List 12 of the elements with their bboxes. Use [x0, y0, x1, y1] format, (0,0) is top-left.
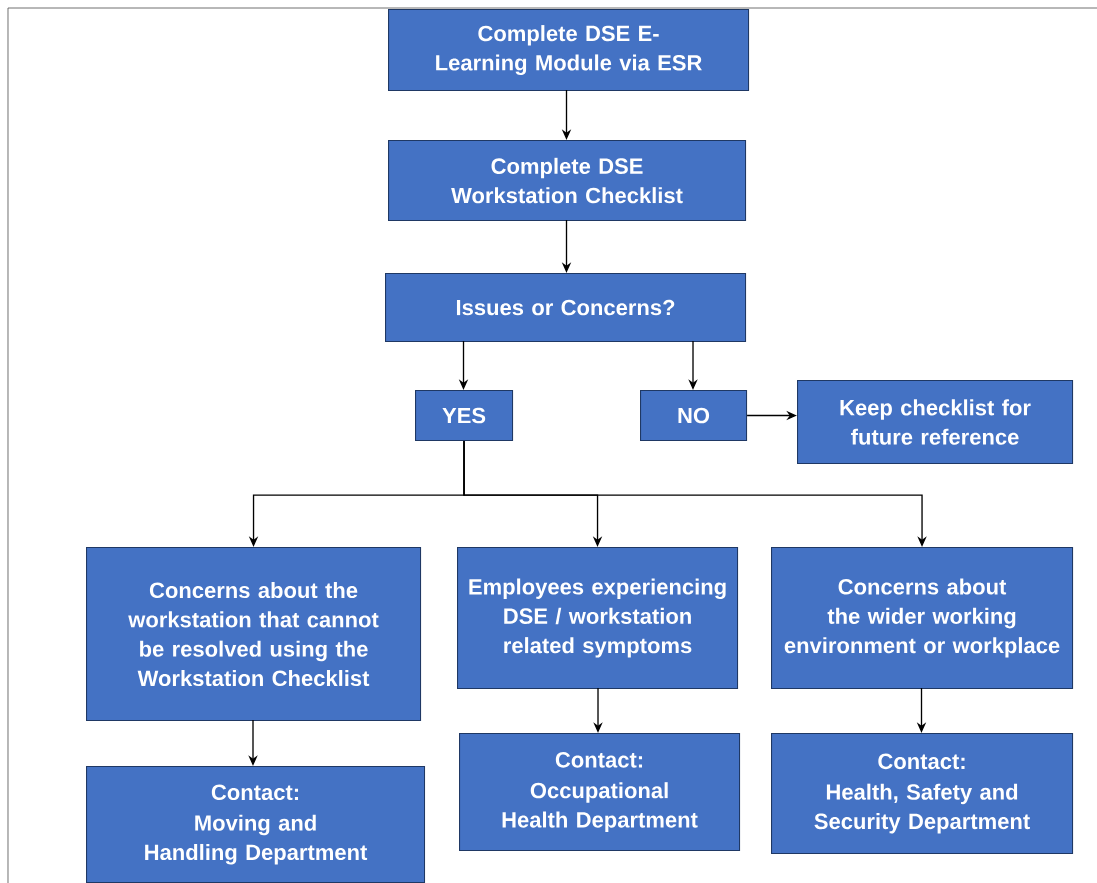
process-box: Employees experiencing DSE / workstation related symptoms — [457, 547, 739, 690]
process-box: Contact: Occupational Health Department — [459, 733, 741, 852]
answer-box: YES — [415, 390, 514, 442]
decision-box: Issues or Concerns? — [385, 273, 747, 343]
process-box: Concerns about the wider working environment or workplace — [771, 547, 1074, 690]
process-box: Contact: Health, Safety and Security Department — [771, 733, 1074, 855]
answer-box: NO — [640, 390, 748, 442]
process-box: Complete DSE E-Learning Module via ESR — [388, 9, 750, 92]
process-box: Complete DSE Workstation Checklist — [388, 140, 747, 222]
process-box: Keep checklist for future reference — [797, 380, 1074, 465]
process-box: Contact: Moving and Handling Department — [86, 766, 426, 883]
process-box: Concerns about the workstation that cannot be resolved using the Workstation Checklist — [86, 547, 422, 722]
